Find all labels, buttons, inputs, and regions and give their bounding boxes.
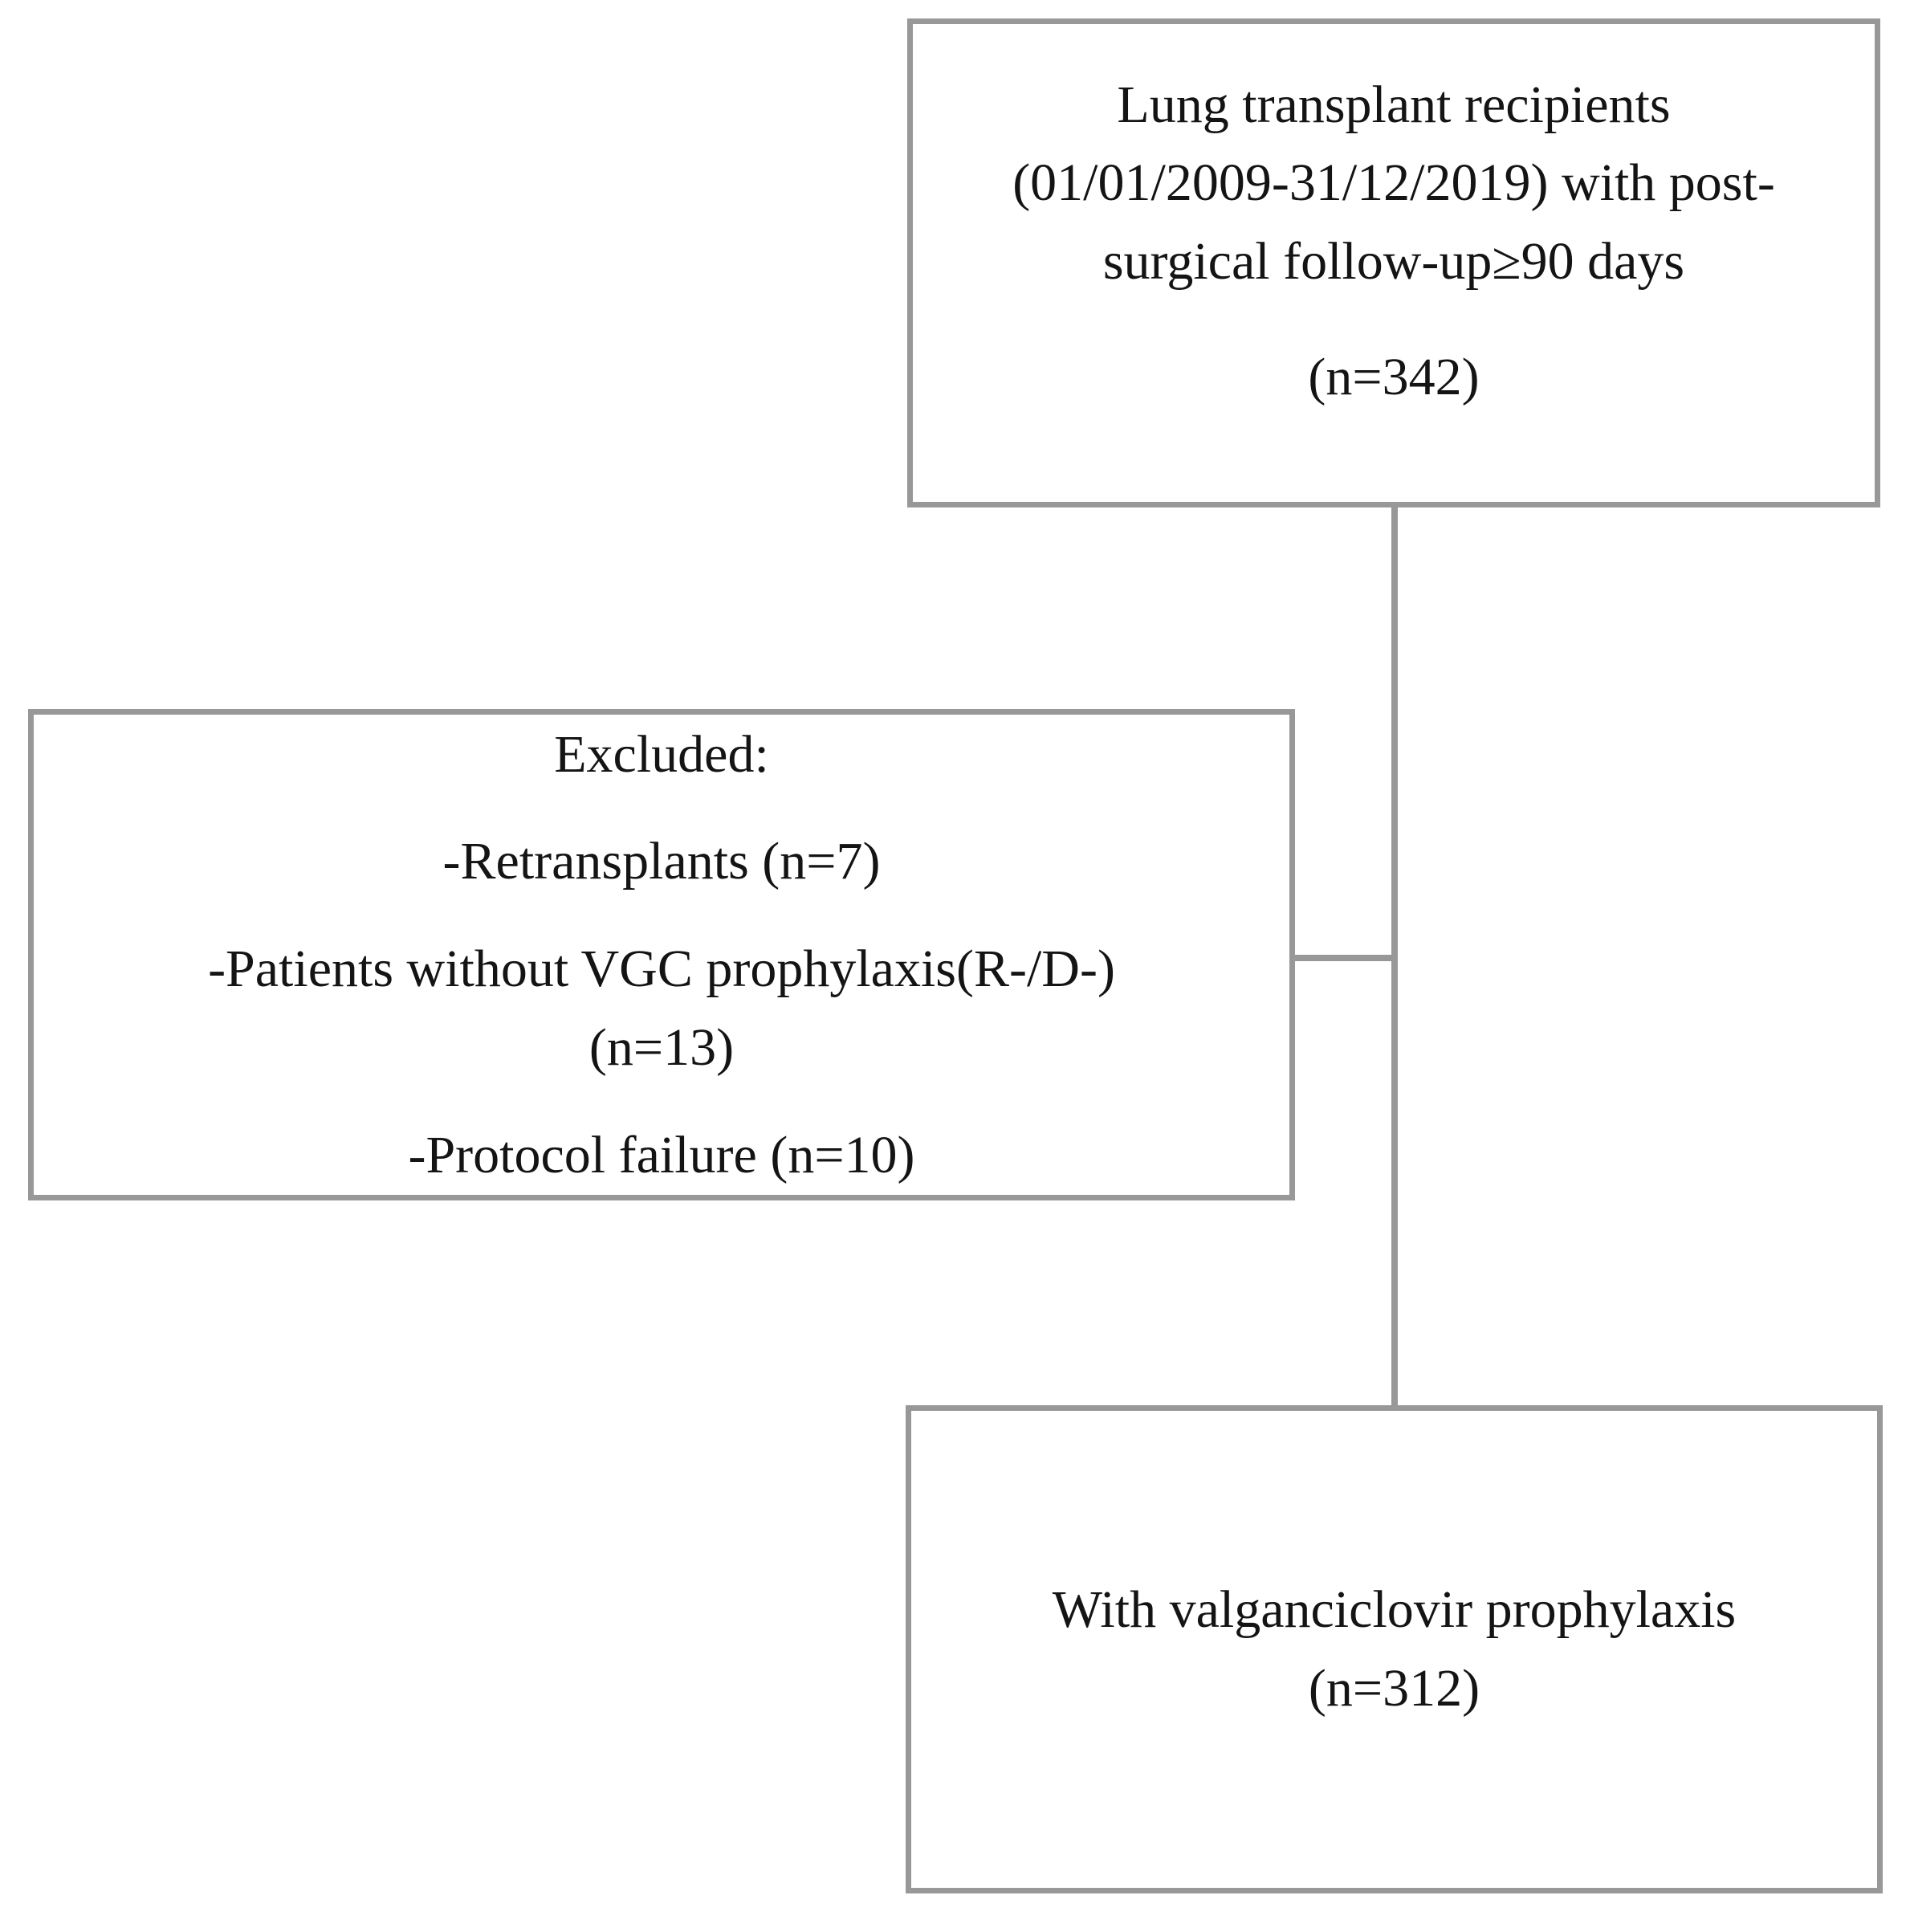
box-top-count: (n=342) [1308,347,1480,406]
excluded-item-2-line-1: -Patients without VGC prophylaxis(R-/D-) [208,940,1115,999]
connector-excluded-branch-line [1293,955,1395,961]
box-excluded-title: Excluded: [554,724,769,784]
box-top-text: Lung transplant recipients (01/01/2009-3… [1012,66,1775,417]
box-top-description: Lung transplant recipients (01/01/2009-3… [1012,66,1775,301]
box-excluded-text: Excluded: -Retransplants (n=7) -Patients… [208,715,1115,1194]
box-excluded-item-no-vgc-prophylaxis: -Patients without VGC prophylaxis(R-/D-)… [208,930,1115,1086]
box-top-line-3: surgical follow-up≥90 days [1102,232,1685,291]
box-final-text: With valganciclovir prophylaxis (n=312) [1053,1571,1736,1727]
excluded-item-2-line-2: (n=13) [588,1017,735,1077]
box-top-line-1: Lung transplant recipients [1117,75,1671,134]
box-excluded-item-protocol-failure: -Protocol failure (n=10) [408,1116,914,1195]
box-with-valganciclovir-prophylaxis: With valganciclovir prophylaxis (n=312) [906,1405,1883,1893]
box-excluded: Excluded: -Retransplants (n=7) -Patients… [28,709,1295,1200]
box-final-description: With valganciclovir prophylaxis (n=312) [1053,1571,1736,1727]
excluded-item-3-line-1: -Protocol failure (n=10) [408,1125,915,1184]
box-excluded-item-retransplants: -Retransplants (n=7) [443,822,881,901]
box-final-line-1: With valganciclovir prophylaxis [1052,1580,1737,1640]
box-final-count: (n=312) [1308,1659,1480,1718]
excluded-item-1-line-1: -Retransplants (n=7) [442,832,881,891]
box-lung-transplant-recipients: Lung transplant recipients (01/01/2009-3… [907,18,1880,507]
connector-top-to-final-line [1391,506,1398,1407]
box-top-line-2: (01/01/2009-31/12/2019) with post- [1012,153,1775,213]
